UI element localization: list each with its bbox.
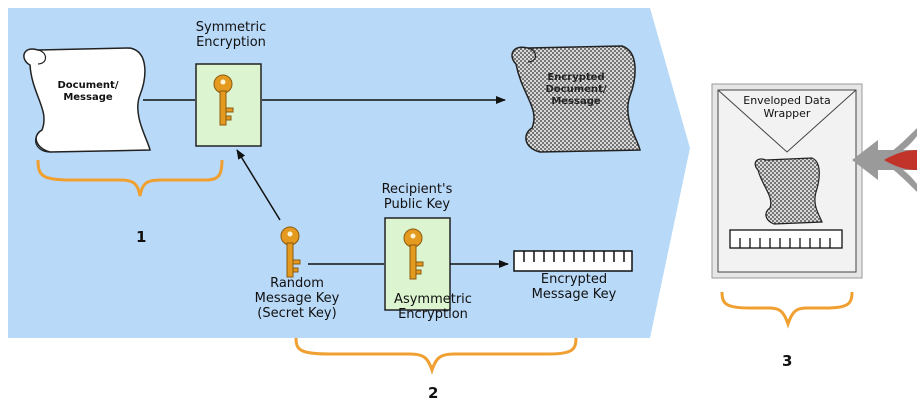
wrapper-key-strip-icon bbox=[730, 230, 842, 248]
brace-step3-icon bbox=[722, 292, 852, 324]
step-number-2: 2 bbox=[428, 384, 438, 402]
brace-step2-icon bbox=[296, 338, 576, 370]
encrypted-message-key-icon bbox=[514, 251, 632, 271]
step-number-3: 3 bbox=[782, 352, 792, 370]
label-document-message: Document/Message bbox=[44, 80, 132, 104]
step-number-1: 1 bbox=[136, 228, 146, 246]
